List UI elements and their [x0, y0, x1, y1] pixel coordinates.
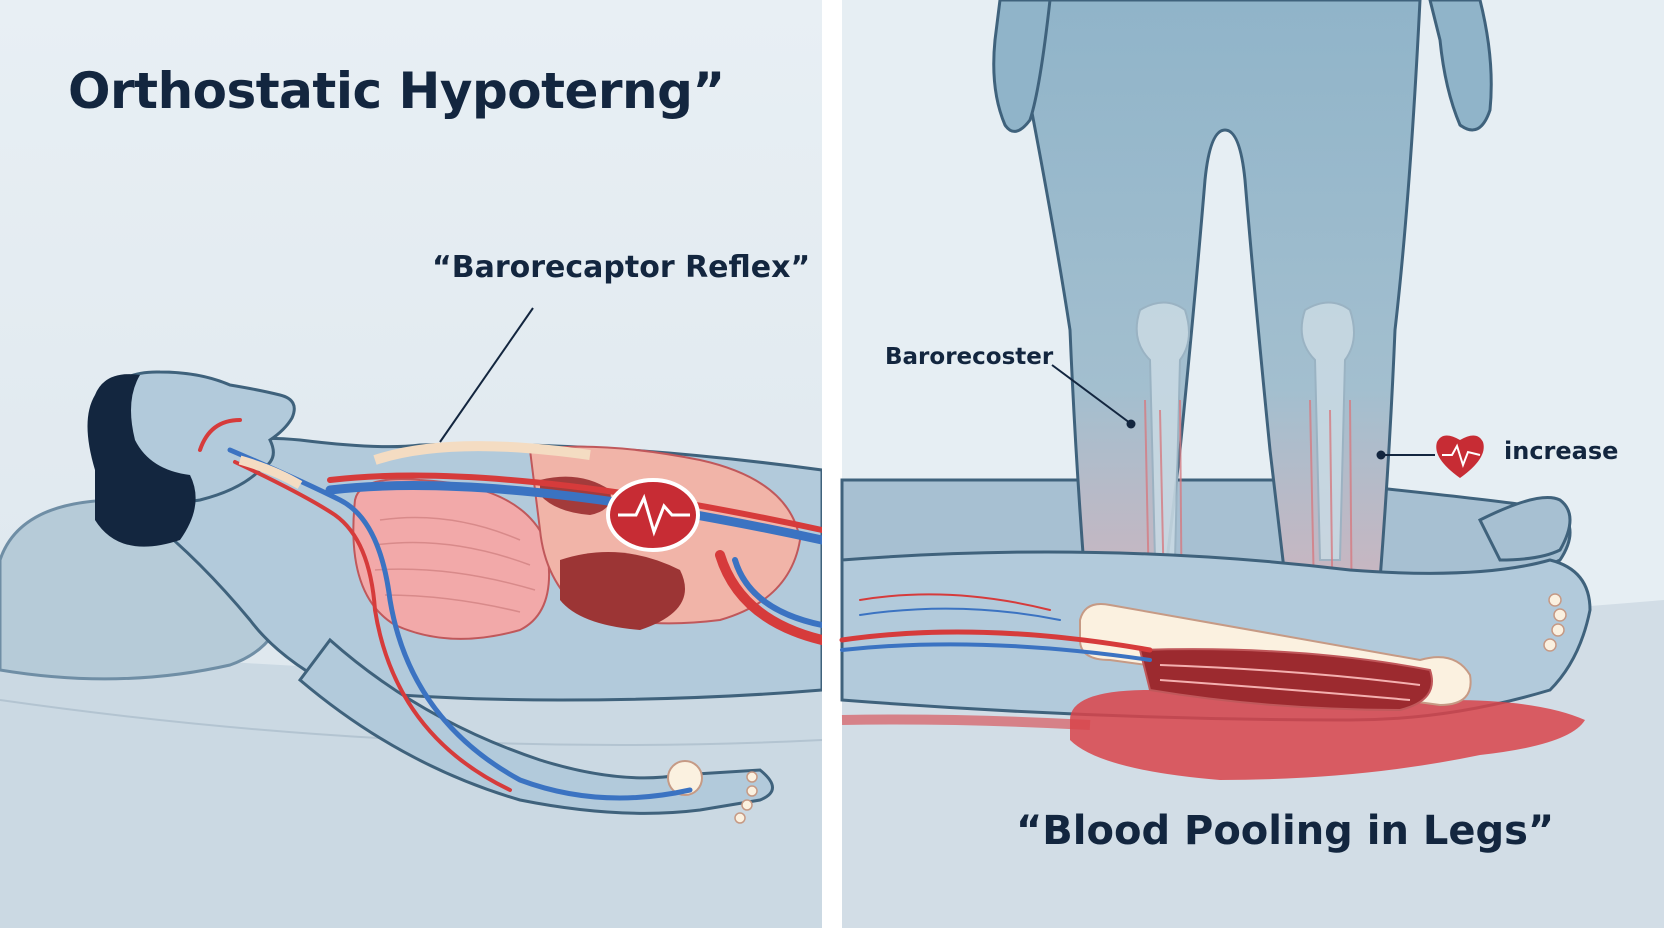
label-blood-pooling: “Blood Pooling in Legs” — [1016, 808, 1555, 854]
panel-divider — [822, 0, 842, 928]
left-panel-supine — [0, 0, 827, 928]
lungs — [352, 478, 551, 640]
label-barorecoster: Barorecoster — [885, 344, 1054, 370]
blood-pool — [1070, 690, 1585, 780]
label-baroreceptor-reflex: “Barorecaptor Reflex” — [432, 250, 811, 285]
heart-ecg-icon-left — [606, 478, 700, 552]
right-panel-standing — [839, 0, 1664, 928]
heart-ecg-icon-right — [1436, 435, 1484, 478]
left-arm — [297, 637, 774, 815]
hair — [87, 374, 196, 547]
label-increase: increase — [1504, 437, 1619, 465]
diagram-title: Orthostatic Hypoterng” — [68, 62, 725, 120]
